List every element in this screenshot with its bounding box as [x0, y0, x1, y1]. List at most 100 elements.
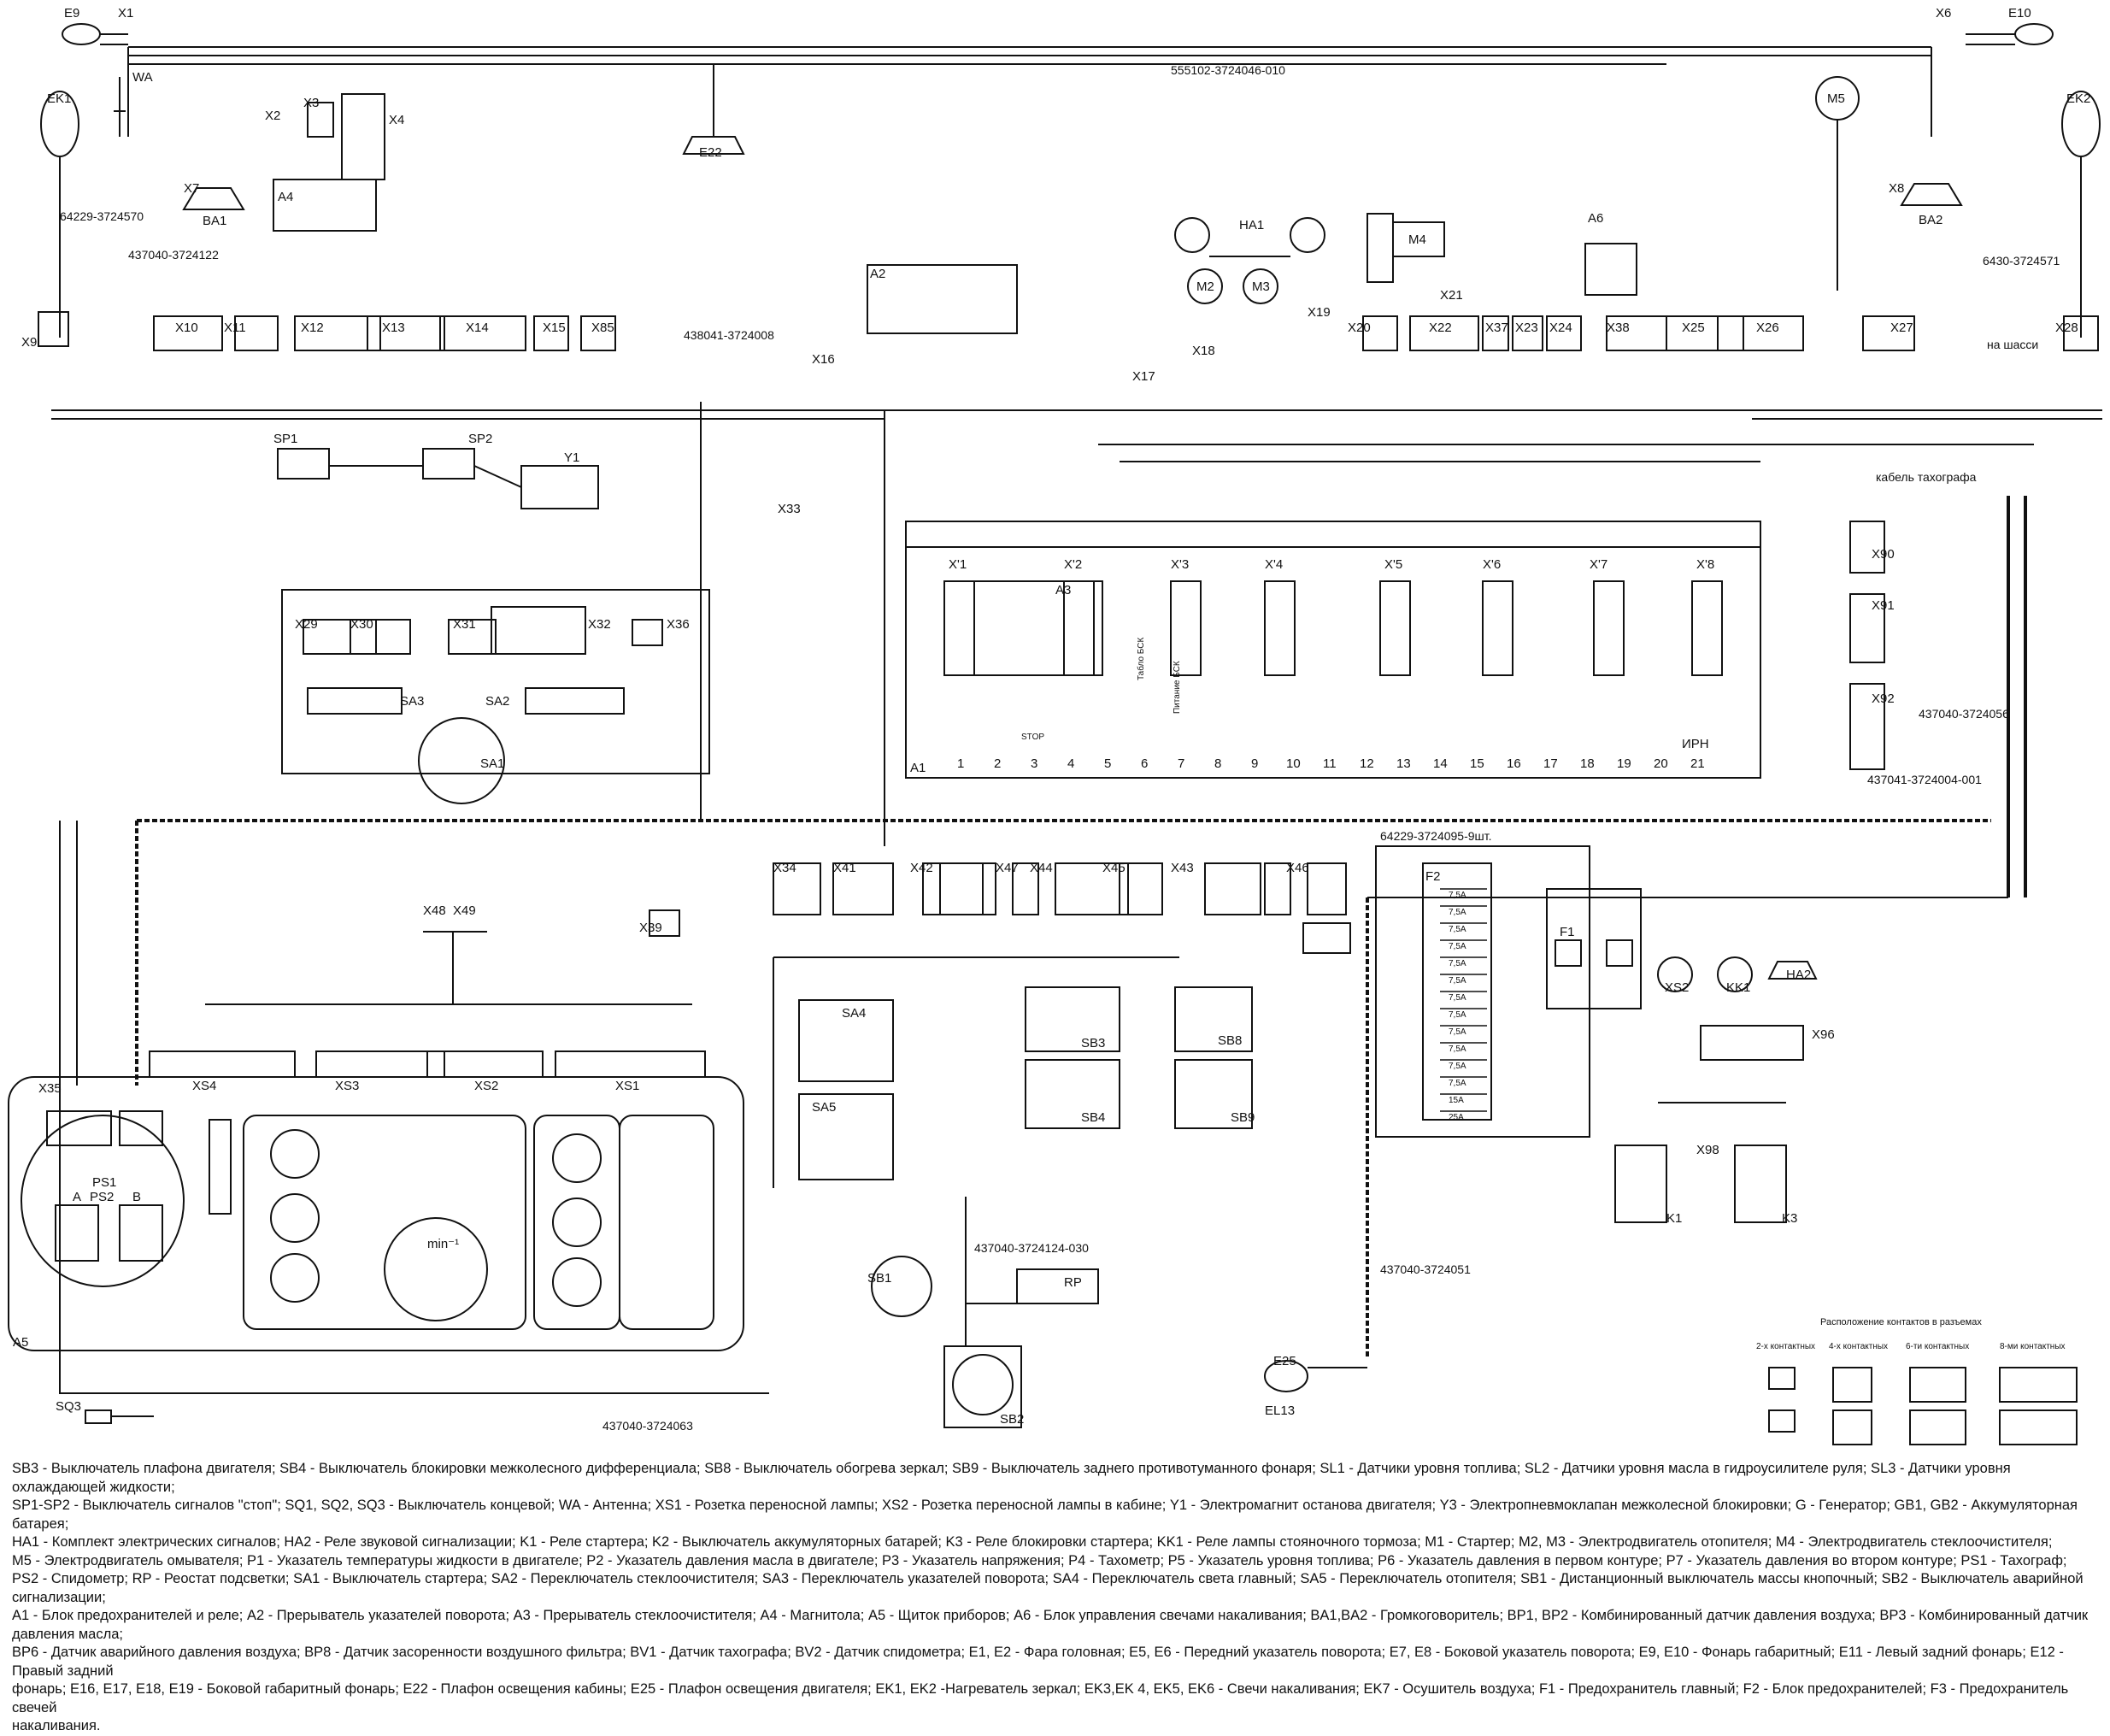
label-X4p: X'4: [1265, 557, 1283, 572]
label-X16: X16: [812, 352, 835, 367]
panel-num: 1: [957, 756, 964, 771]
cable-label: 437040-3724051: [1380, 1262, 1471, 1276]
label-X47: X47: [996, 861, 1019, 875]
label-PS2: PS2: [90, 1190, 114, 1204]
fuse-value: 15А: [1449, 1096, 1464, 1105]
panel-num: 8: [1214, 756, 1221, 771]
label-X4: X4: [389, 113, 404, 127]
label-M4: M4: [1408, 232, 1426, 247]
label-X39: X39: [639, 921, 662, 935]
fuse-value: 7,5А: [1449, 942, 1466, 951]
panel-num: 19: [1617, 756, 1631, 771]
label-SB8: SB8: [1218, 1033, 1242, 1048]
label-X48: X48: [423, 903, 446, 918]
fuse-value: 7,5А: [1449, 993, 1466, 1003]
panel-num: 17: [1543, 756, 1558, 771]
label-X1p: X'1: [949, 557, 967, 572]
label-F2: F2: [1425, 869, 1441, 884]
panel-num: 6: [1141, 756, 1148, 771]
label-X8p: X'8: [1696, 557, 1714, 572]
label-SA1: SA1: [480, 756, 504, 771]
panel-num: 12: [1360, 756, 1374, 771]
label-WA: WA: [132, 70, 153, 85]
label-X92: X92: [1872, 691, 1895, 706]
legend-line: PS2 - Спидометр; RP - Реостат подсветки;…: [12, 1571, 2084, 1605]
label-X46: X46: [1286, 861, 1309, 875]
label-A4: A4: [278, 190, 293, 204]
fuse-value: 7,5А: [1449, 959, 1466, 968]
label-SB2: SB2: [1000, 1412, 1024, 1427]
cable-label: 437041-3724004-001: [1867, 773, 1982, 786]
cable-label: 555102-3724046-010: [1171, 63, 1285, 77]
label-X34: X34: [773, 861, 796, 875]
cable-label: 64229-3724570: [60, 209, 144, 223]
label-X1: X1: [118, 6, 133, 21]
panel-num: 14: [1433, 756, 1448, 771]
label-E22: E22: [699, 145, 722, 160]
legend: SB3 - Выключатель плафона двигателя; SB4…: [12, 1460, 2097, 1736]
panel-num: 2: [994, 756, 1001, 771]
fuse-value: 7,5А: [1449, 1062, 1466, 1071]
label-X2: X2: [265, 109, 280, 123]
label-X90: X90: [1872, 547, 1895, 562]
label-X27: X27: [1890, 321, 1913, 335]
label-HA2: HA2: [1786, 968, 1811, 982]
label-X43: X43: [1171, 861, 1194, 875]
label-X3: X3: [303, 96, 319, 110]
label-X6: X6: [1936, 6, 1951, 21]
label-M5: M5: [1827, 91, 1845, 106]
label-SB1: SB1: [867, 1271, 891, 1286]
legend-line: M5 - Электродвигатель омывателя; P1 - Ук…: [12, 1552, 2067, 1568]
label-X3p: X'3: [1171, 557, 1189, 572]
label-A: A: [73, 1190, 81, 1204]
fuse-value: 7,5А: [1449, 925, 1466, 934]
panel-num: 16: [1507, 756, 1521, 771]
cable-label: кабель тахографа: [1876, 470, 1977, 484]
label-M2: M2: [1196, 280, 1214, 294]
panel-num: 7: [1178, 756, 1184, 771]
label-X36: X36: [667, 617, 690, 632]
panel-text-bsk: Питание БСК: [1173, 661, 1182, 714]
legend-line: BP6 - Датчик аварийного давления воздуха…: [12, 1645, 2064, 1679]
panel-text-irn: ИРН: [1682, 737, 1709, 751]
label-X25: X25: [1682, 321, 1705, 335]
label-X42: X42: [910, 861, 933, 875]
label-XS3: XS3: [335, 1079, 359, 1093]
label-X15: X15: [543, 321, 566, 335]
panel-text-tablo: Табло БСК: [1136, 638, 1146, 680]
label-X85: X85: [591, 321, 614, 335]
legend-line: A1 - Блок предохранителей и реле; A2 - П…: [12, 1608, 2089, 1642]
panel-num: 13: [1396, 756, 1411, 771]
label-SB4: SB4: [1081, 1110, 1105, 1125]
fuse-value: 7,5А: [1449, 1079, 1466, 1088]
label-A2: A2: [870, 267, 885, 281]
label-X10: X10: [175, 321, 198, 335]
legend-line: SP1-SP2 - Выключатель сигналов "стоп"; S…: [12, 1498, 2078, 1532]
label-SA2: SA2: [485, 694, 509, 709]
contacts-type: 4-х контактных: [1829, 1342, 1888, 1351]
cable-label: 437040-3724122: [128, 248, 219, 262]
label-HA1: HA1: [1239, 218, 1264, 232]
label-X7p: X'7: [1590, 557, 1607, 572]
label-X2p: X'2: [1064, 557, 1082, 572]
panel-text-stop: STOP: [1021, 733, 1044, 742]
label-X11: X11: [224, 321, 246, 335]
label-X35: X35: [38, 1081, 62, 1096]
cable-label: на шасси: [1987, 338, 2038, 351]
label-A1: A1: [910, 761, 926, 775]
fuse-value: 7,5А: [1449, 891, 1466, 900]
wiring-diagram: E9 X1 WA X2 X3 X4 X7 BA1 A4 EK1 X6 E10 M…: [8, 6, 2102, 1445]
panel-num: 21: [1690, 756, 1705, 771]
label-X91: X91: [1872, 598, 1895, 613]
label-EK2: EK2: [2066, 91, 2090, 106]
label-X14: X14: [466, 321, 489, 335]
panel-num: 4: [1067, 756, 1074, 771]
label-X26: X26: [1756, 321, 1779, 335]
contacts-type: 8-ми контактных: [2000, 1342, 2066, 1351]
label-X22: X22: [1429, 321, 1452, 335]
legend-line: HA1 - Комплект электрических сигналов; H…: [12, 1534, 2053, 1550]
label-K3: K3: [1782, 1211, 1797, 1226]
legend-line: SB3 - Выключатель плафона двигателя; SB4…: [12, 1461, 2011, 1495]
label-RP: RP: [1064, 1275, 1082, 1290]
label-E25: E25: [1273, 1354, 1296, 1368]
